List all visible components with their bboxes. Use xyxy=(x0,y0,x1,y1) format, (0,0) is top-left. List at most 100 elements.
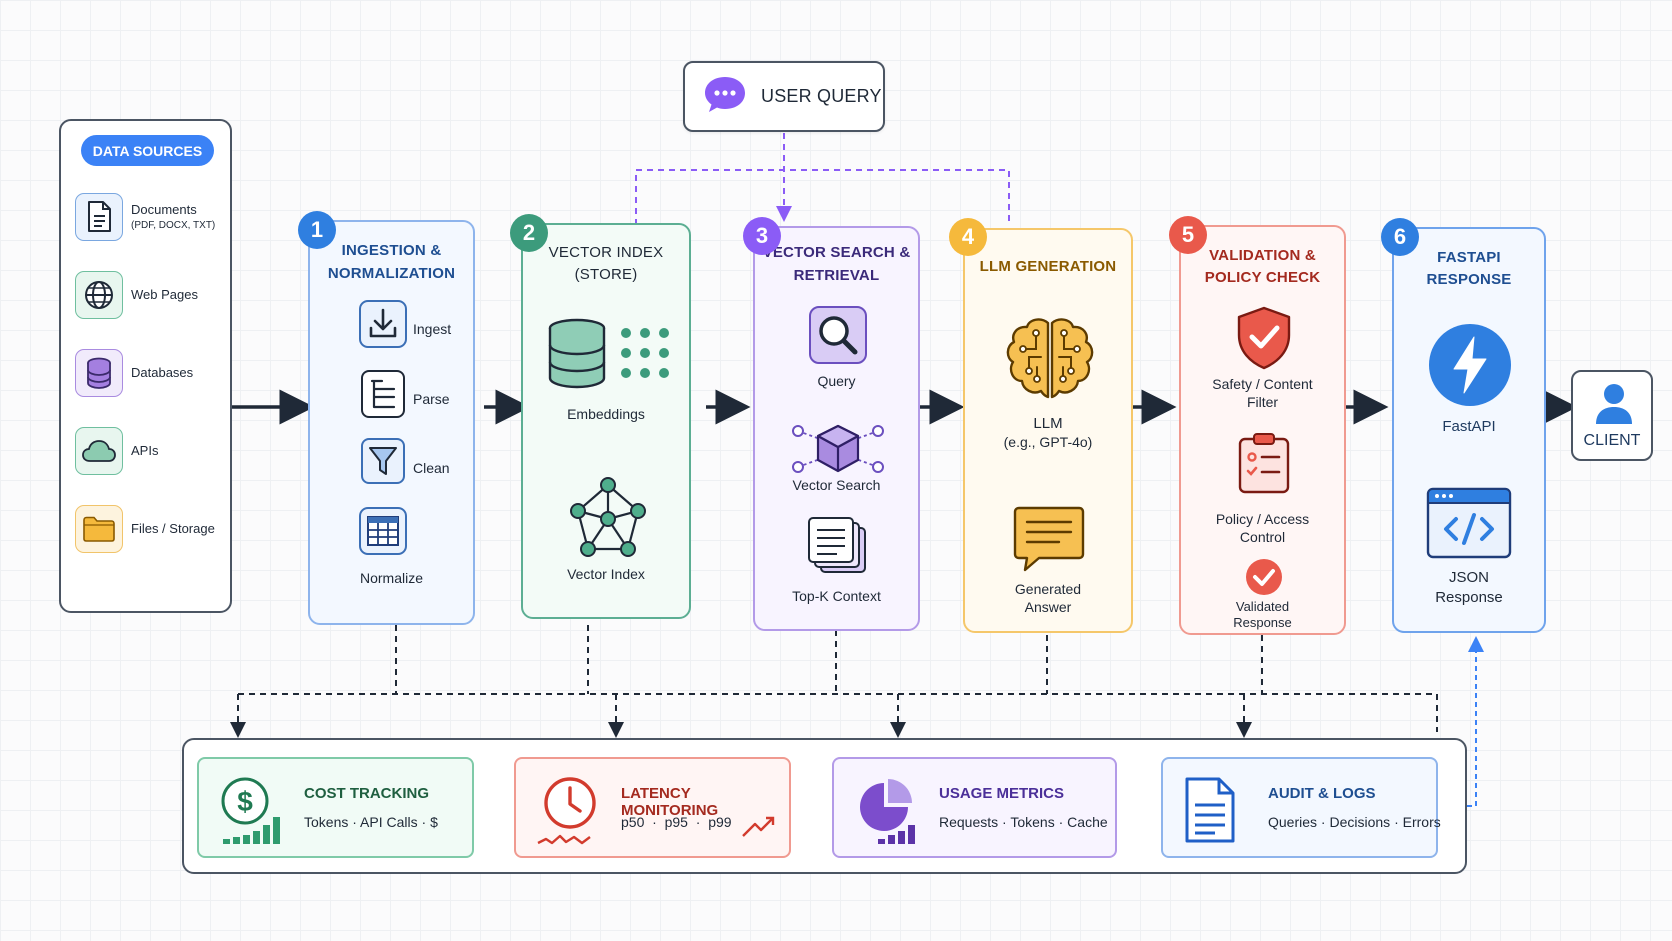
step-vector-search: Vector Search xyxy=(792,477,881,493)
clock-pulse-icon xyxy=(536,773,606,854)
step-embeddings: Embeddings xyxy=(567,406,645,422)
answer-chat-icon xyxy=(1013,506,1085,574)
stage-3-title-line1: VECTOR SEARCH & xyxy=(762,244,911,261)
step-generated: Generated xyxy=(1014,581,1082,597)
step-ingest: Ingest xyxy=(413,321,452,337)
vector-graph-icon xyxy=(566,475,650,559)
usage-metrics-card: USAGE METRICS Requests · Tokens · Cache xyxy=(832,757,1117,858)
cost-tracking-card: $ COST TRACKING Tokens · API Calls · $ xyxy=(197,757,474,858)
stage-5-badge: 5 xyxy=(1169,216,1207,254)
query-routing-lines xyxy=(635,133,1010,225)
chat-bubble-icon xyxy=(703,74,747,119)
stage-1-badge: 1 xyxy=(298,211,336,249)
audit-document-icon xyxy=(1181,773,1241,852)
vector-dots-icon xyxy=(618,325,672,381)
step-json: JSON xyxy=(1448,569,1489,586)
trend-up-icon xyxy=(741,816,775,843)
stage-2-title-line2: (STORE) xyxy=(574,266,638,283)
clipboard-checklist-icon xyxy=(1237,431,1291,495)
stage-4-title: LLM GENERATION xyxy=(979,258,1117,275)
stage-2-title-line1: VECTOR INDEX xyxy=(548,244,664,261)
latency-monitoring-card: LATENCY MONITORING p50 · p95 · p99 xyxy=(514,757,791,858)
step-policy-line2: Control xyxy=(1239,529,1286,545)
stage-vector-index: VECTOR INDEX (STORE) Embeddings Vec xyxy=(521,223,691,619)
folder-icon xyxy=(75,505,123,553)
audit-metrics: Queries · Decisions · Errors xyxy=(1268,814,1441,830)
vector-cube-icon xyxy=(790,423,886,475)
latency-monitoring-title: LATENCY MONITORING xyxy=(621,785,719,819)
source-documents-sub: (PDF, DOCX, TXT) xyxy=(131,220,216,232)
step-policy-line1: Policy / Access xyxy=(1215,511,1310,527)
table-grid-icon xyxy=(358,506,408,556)
stage-4-badge: 4 xyxy=(949,218,987,256)
stage-3-badge: 3 xyxy=(743,217,781,255)
audit-logs-card: AUDIT & LOGS Queries · Decisions · Error… xyxy=(1161,757,1441,858)
step-clean: Clean xyxy=(413,460,450,476)
pie-chart-icon xyxy=(854,773,920,854)
step-fastapi: FastAPI xyxy=(1442,418,1496,435)
step-normalize: Normalize xyxy=(359,570,423,586)
svg-text:$: $ xyxy=(237,786,253,817)
source-web-pages: Web Pages xyxy=(75,271,198,319)
monitoring-lines xyxy=(230,625,1438,738)
step-llm-model: (e.g., GPT-4o) xyxy=(1003,434,1093,450)
stage-6-title-line1: FASTAPI xyxy=(1437,249,1501,266)
source-apis: APIs xyxy=(75,427,158,475)
stage-ingestion: INGESTION & NORMALIZATION Ingest Parse C… xyxy=(308,220,475,625)
source-databases-label: Databases xyxy=(131,365,194,381)
user-icon xyxy=(1594,382,1634,426)
step-query: Query xyxy=(817,373,856,389)
cloud-icon xyxy=(75,427,123,475)
documents-stack-icon xyxy=(807,516,869,576)
stage-1-title-line1: INGESTION & xyxy=(341,242,442,259)
step-validated-line1: Validated xyxy=(1235,599,1290,614)
stage-6-badge: 6 xyxy=(1381,218,1419,256)
step-safety-filter-line1: Safety / Content xyxy=(1212,376,1313,392)
parse-icon xyxy=(360,369,406,419)
step-answer: Answer xyxy=(1024,599,1072,615)
fastapi-bolt-icon xyxy=(1428,323,1512,407)
stage-3-title-line2: RETRIEVAL xyxy=(793,267,880,284)
step-parse: Parse xyxy=(413,391,450,407)
stage-1-title-line2: NORMALIZATION xyxy=(327,265,456,282)
client-label: CLIENT xyxy=(1583,432,1641,449)
latency-metrics: p50 · p95 · p99 xyxy=(621,814,732,830)
source-databases: Databases xyxy=(75,349,193,397)
data-sources-panel: DATA SOURCES Documents(PDF, DOCX, TXT) W… xyxy=(59,119,232,613)
database-icon xyxy=(75,349,123,397)
stage-llm-generation: LLM GENERATION LLM (e.g., GPT-4o) Genera… xyxy=(963,228,1133,633)
source-files-storage: Files / Storage xyxy=(75,505,215,553)
embeddings-database-icon xyxy=(547,318,607,390)
globe-icon xyxy=(75,271,123,319)
step-validated-line2: Response xyxy=(1233,615,1292,630)
stage-validation: VALIDATION & POLICY CHECK Safety / Conte… xyxy=(1179,225,1346,635)
client-node: CLIENT xyxy=(1571,370,1653,461)
step-response: Response xyxy=(1435,589,1503,606)
step-vector-index: Vector Index xyxy=(567,566,645,582)
ingest-icon xyxy=(358,299,408,349)
check-circle-icon xyxy=(1244,557,1284,597)
document-icon xyxy=(75,193,123,241)
user-query-node: USER QUERY xyxy=(683,61,885,132)
usage-metrics-title: USAGE METRICS xyxy=(939,785,1065,802)
cost-tracking-title: COST TRACKING xyxy=(304,785,429,802)
step-llm: LLM xyxy=(1033,415,1063,432)
source-web-pages-label: Web Pages xyxy=(131,287,198,303)
audit-logs-title: AUDIT & LOGS xyxy=(1268,785,1376,802)
user-query-label: USER QUERY xyxy=(761,86,882,106)
stage-6-title-line2: RESPONSE xyxy=(1426,271,1512,288)
stage-5-title-line2: POLICY CHECK xyxy=(1204,269,1321,286)
source-documents-label: Documents xyxy=(131,202,197,218)
stage-2-badge: 2 xyxy=(510,214,548,252)
filter-icon xyxy=(360,437,406,485)
brain-icon xyxy=(1003,315,1097,405)
step-safety-filter-line2: Filter xyxy=(1246,394,1279,410)
shield-check-icon xyxy=(1235,305,1293,371)
usage-metrics: Requests · Tokens · Cache xyxy=(939,814,1108,830)
dollar-chart-icon: $ xyxy=(219,773,285,854)
source-documents: Documents (PDF, DOCX, TXT) xyxy=(75,193,215,241)
source-files-storage-label: Files / Storage xyxy=(131,521,215,537)
code-window-icon xyxy=(1426,487,1512,559)
stage-5-title-line1: VALIDATION & xyxy=(1209,247,1316,264)
search-icon xyxy=(808,305,868,365)
